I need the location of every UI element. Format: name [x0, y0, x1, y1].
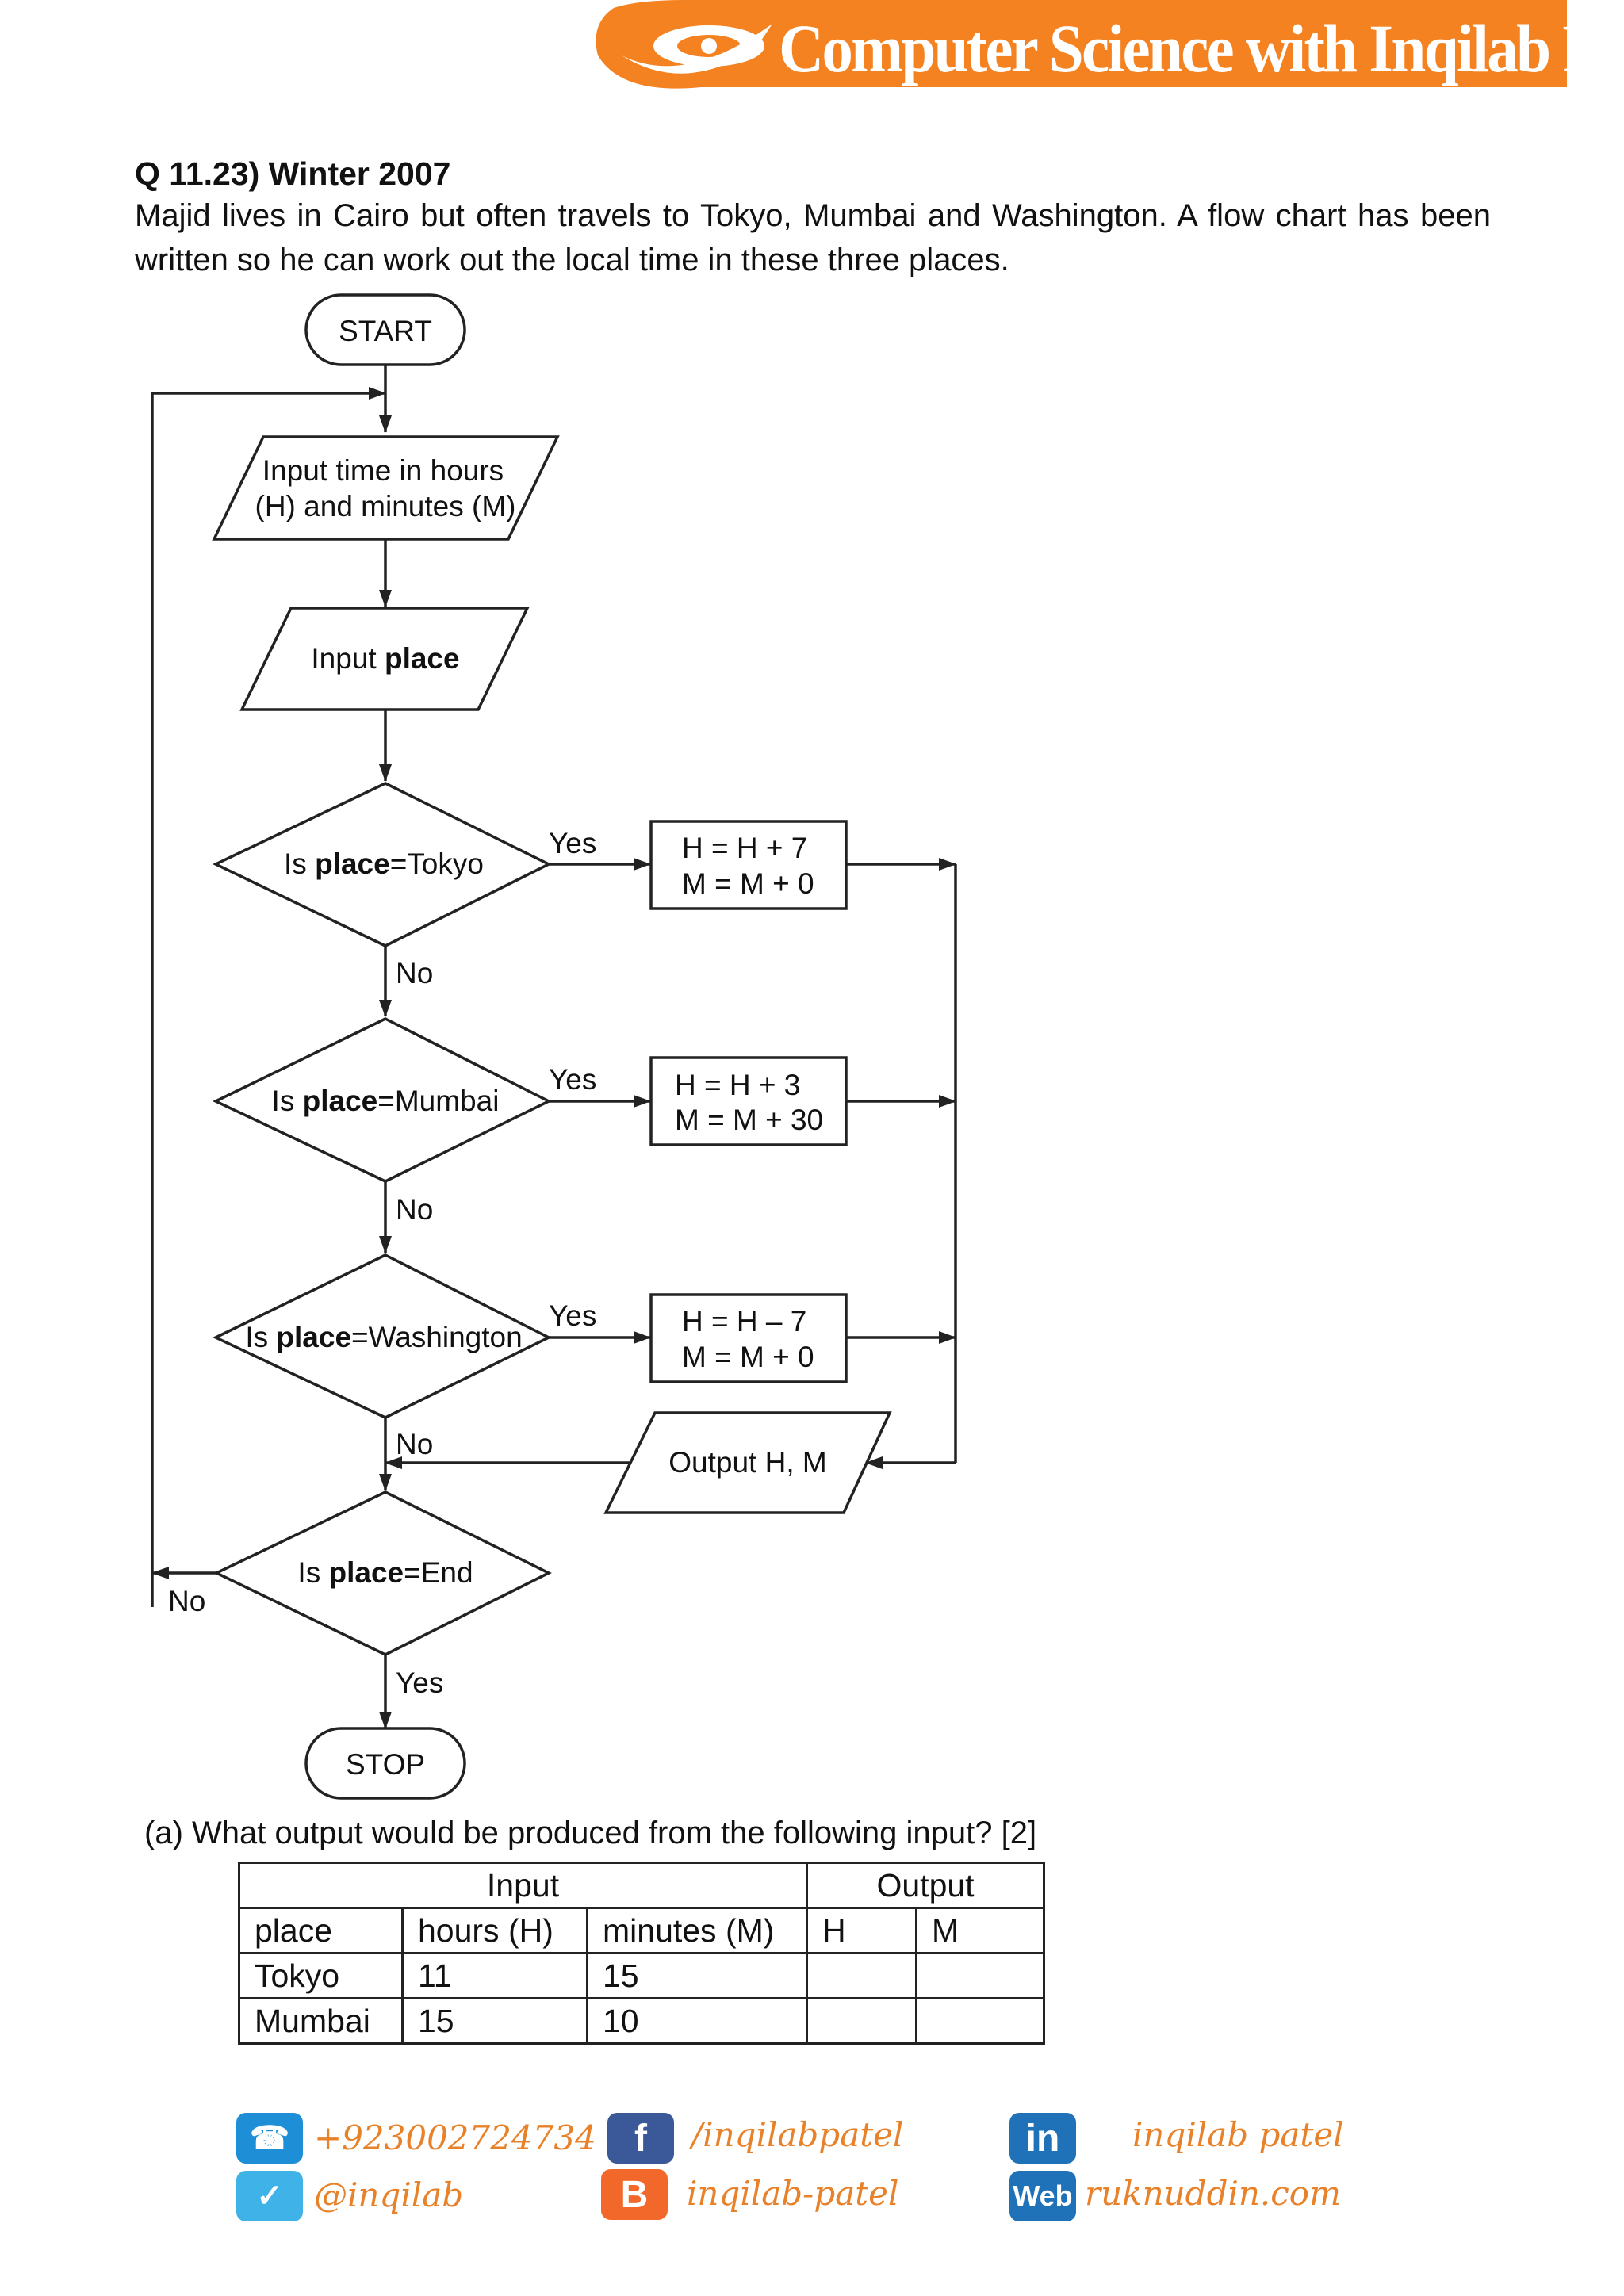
twitter-link[interactable]: @inqilab	[314, 2175, 464, 2214]
tokyo-yes-label: Yes	[549, 827, 596, 859]
blogger-icon[interactable]: B	[601, 2169, 668, 2220]
answer-cell[interactable]	[915, 1997, 1046, 2045]
decision-end-label: Is place=End	[297, 1556, 473, 1589]
input-output-table: Input Output place hours (H) minutes (M)…	[237, 1862, 1046, 2045]
column-header: H	[806, 1907, 918, 1954]
table-row: Tokyo 11 15	[238, 1952, 1046, 1999]
facebook-link[interactable]: /inqilabpatel	[691, 2115, 904, 2154]
washington-yes-label: Yes	[549, 1299, 596, 1332]
table-column-row: place hours (H) minutes (M) H M	[238, 1907, 1046, 1954]
input-header: Input	[237, 1862, 809, 1909]
table-cell: 10	[585, 1997, 809, 2045]
mumbai-yes-label: Yes	[549, 1063, 596, 1096]
table-cell: 11	[401, 1952, 588, 1999]
process-mumbai-line-1: H = H + 3	[675, 1069, 800, 1101]
end-yes-label: Yes	[396, 1667, 443, 1699]
input-place-label: Input place	[311, 642, 459, 675]
process-mumbai-line-2: M = M + 30	[675, 1104, 823, 1136]
start-terminator: START	[304, 293, 466, 366]
process-washington: H = H – 7 M = M + 0	[649, 1293, 848, 1383]
web-link[interactable]: ruknuddin.com	[1085, 2174, 1341, 2213]
output-header: Output	[806, 1862, 1046, 1909]
start-label: START	[339, 315, 432, 347]
decision-tokyo-label: Is place=Tokyo	[284, 848, 484, 880]
column-header: minutes (M)	[585, 1907, 809, 1954]
decision-washington: Is place=Washington Yes No	[212, 1253, 596, 1460]
decision-end: Is place=End Yes No	[168, 1490, 552, 1699]
facebook-icon[interactable]: f	[607, 2113, 674, 2164]
phone-icon[interactable]: ☎	[236, 2113, 303, 2164]
stop-label: STOP	[346, 1748, 425, 1781]
output-label: Output H, M	[668, 1446, 826, 1479]
input-time-line-1: Input time in hours	[262, 454, 504, 487]
twitter-icon[interactable]: ✓	[236, 2171, 303, 2221]
linkedin-icon[interactable]: in	[1009, 2113, 1076, 2164]
end-no-label: No	[168, 1585, 205, 1617]
process-washington-line-2: M = M + 0	[682, 1341, 814, 1373]
process-tokyo: H = H + 7 M = M + 0	[649, 820, 848, 910]
table-cell: Mumbai	[238, 1997, 404, 2045]
process-tokyo-line-2: M = M + 0	[682, 867, 814, 900]
decision-mumbai: Is place=Mumbai Yes No	[212, 1017, 596, 1226]
decision-washington-label: Is place=Washington	[245, 1321, 522, 1353]
column-header: place	[238, 1907, 404, 1954]
table-cell: 15	[401, 1997, 588, 2045]
logo-icon	[622, 24, 772, 74]
process-tokyo-line-1: H = H + 7	[682, 832, 807, 864]
output-parallelogram: Output H, M	[603, 1411, 892, 1514]
table-header-row: Input Output	[237, 1862, 1046, 1909]
stop-terminator: STOP	[304, 1727, 466, 1800]
decision-tokyo: Is place=Tokyo Yes No	[212, 782, 596, 989]
table-cell: Tokyo	[238, 1952, 404, 1999]
column-header: hours (H)	[401, 1907, 588, 1954]
decision-mumbai-label: Is place=Mumbai	[272, 1085, 500, 1117]
table-cell: 15	[585, 1952, 809, 1999]
question-intro: Majid lives in Cairo but often travels t…	[135, 198, 1491, 277]
linkedin-link[interactable]: inqilab patel	[1132, 2115, 1344, 2154]
answer-cell[interactable]	[806, 1952, 918, 1999]
question-heading: Q 11.23) Winter 2007	[135, 155, 451, 192]
connectors	[151, 365, 957, 1729]
process-mumbai: H = H + 3 M = M + 30	[649, 1056, 848, 1146]
table-row: Mumbai 15 10	[238, 1997, 1046, 2045]
washington-no-label: No	[396, 1428, 433, 1460]
process-washington-line-1: H = H – 7	[682, 1305, 806, 1337]
phone-link[interactable]: +923002724734	[314, 2118, 596, 2157]
answer-cell[interactable]	[806, 1997, 918, 2045]
blogger-link[interactable]: inqilab-patel	[687, 2174, 899, 2213]
input-time-line-2: (H) and minutes (M)	[255, 490, 516, 522]
mumbai-no-label: No	[396, 1193, 433, 1226]
question-a: (a) What output would be produced from t…	[144, 1816, 1037, 1850]
header-banner	[596, 0, 1567, 89]
input-place-parallelogram: Input place	[239, 607, 530, 711]
answer-cell[interactable]	[915, 1952, 1046, 1999]
tokyo-no-label: No	[396, 957, 433, 989]
web-icon[interactable]: Web	[1009, 2171, 1076, 2221]
input-time-parallelogram: Input time in hours (H) and minutes (M)	[212, 435, 560, 541]
column-header: M	[915, 1907, 1046, 1954]
banner-title: Computer Science with Inqilab Patel	[779, 10, 1624, 86]
